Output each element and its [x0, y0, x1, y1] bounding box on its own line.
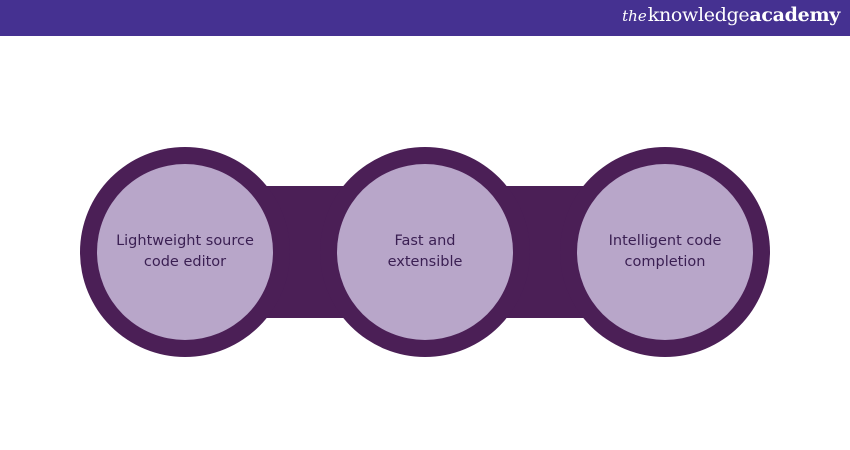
brand-logo-academy: academy [749, 4, 840, 26]
brand-logo-the: the [622, 7, 647, 25]
brand-logo-knowledge: knowledge [647, 4, 750, 26]
node-label-fast-extensible: Fast and extensible [387, 233, 463, 270]
node-label-lightweight-editor: Lightweight source code editor [116, 233, 254, 270]
node-circle-3 [577, 164, 753, 340]
node-circle-1 [97, 164, 273, 340]
brand-logo[interactable]: the knowledge academy [622, 4, 840, 32]
node-circle-2 [337, 164, 513, 340]
node-label-code-completion: Intelligent code completion [608, 233, 722, 270]
header-bar: the knowledge academy [0, 0, 850, 36]
